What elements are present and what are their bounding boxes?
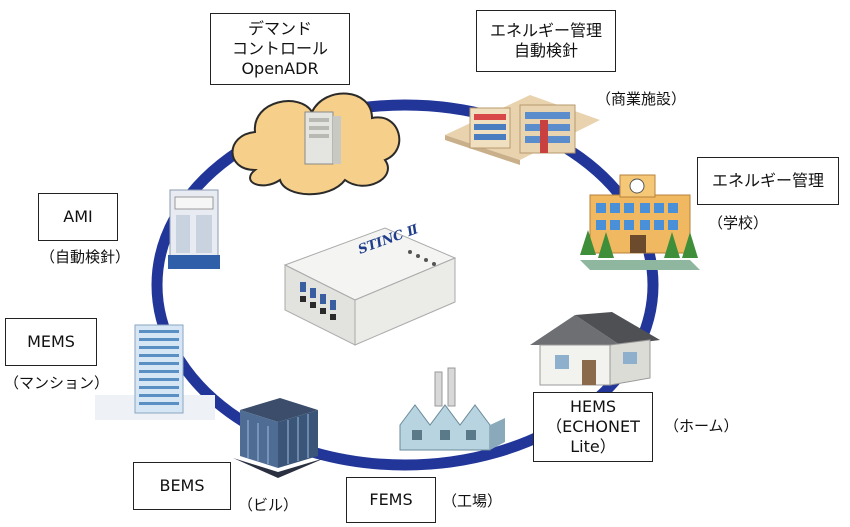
demand-control-box: デマンド コントロール OpenADR [210,13,350,85]
fems-caption: （工場） [442,492,503,510]
energy-mgmt-school-box: エネルギー管理 [697,157,839,205]
bems-box: BEMS [133,462,231,510]
ami-caption: （自動検針） [40,248,131,266]
hems-line-3: Lite） [570,437,616,456]
fems-label: FEMS [369,490,413,509]
bems-label: BEMS [159,476,205,495]
school-caption: （学校） [708,214,769,232]
energy-commercial-line-1: エネルギー管理 [489,21,602,40]
bems-caption: （ビル） [238,496,299,514]
hems-box: HEMS （ECHONET Lite） [533,392,653,462]
apartment-building-icon [95,324,215,420]
mems-box: MEMS [5,318,97,366]
school-icon [580,174,700,270]
house-icon [530,312,660,386]
hems-line-2: （ECHONET [546,417,640,436]
stinc-device-icon [283,227,457,346]
cloud-server-icon [231,92,401,196]
hems-line-1: HEMS [569,397,617,416]
office-building-icon [233,398,325,478]
fems-box: FEMS [346,477,436,523]
commercial-building-icon [445,95,600,165]
demand-line-2: コントロール [231,39,328,58]
hems-caption: （ホーム） [664,417,739,435]
demand-line-1: デマンド [247,19,312,38]
smart-meter-icon [168,189,220,269]
factory-icon [399,367,505,451]
energy-school-label: エネルギー管理 [711,171,824,190]
mems-label: MEMS [27,332,75,351]
demand-line-3: OpenADR [241,59,319,78]
ami-box: AMI [38,193,118,241]
energy-mgmt-commercial-box: エネルギー管理 自動検針 [476,10,616,72]
ami-label: AMI [63,207,93,226]
energy-commercial-line-2: 自動検針 [513,41,578,60]
connection-ring [151,99,659,471]
commercial-caption: （商業施設） [596,90,687,108]
mems-caption: （マンション） [4,374,110,392]
